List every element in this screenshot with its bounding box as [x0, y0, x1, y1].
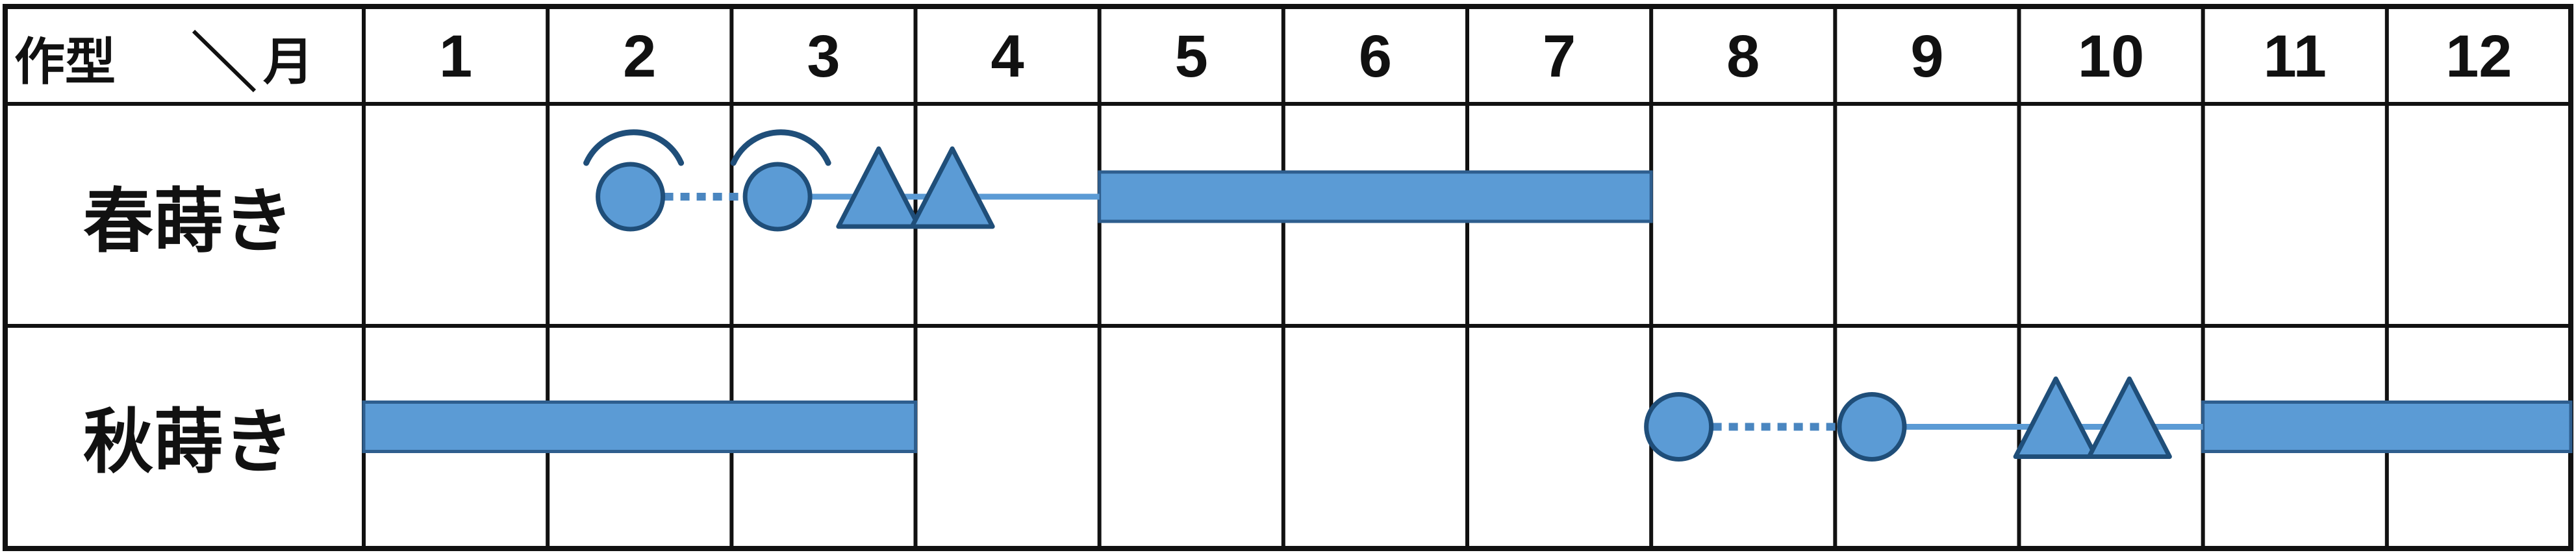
- month-header-label: 5: [1175, 23, 1208, 90]
- month-header-label: 11: [2264, 23, 2327, 90]
- month-header-label: 2: [623, 23, 656, 90]
- grid-lines: [3, 4, 2573, 551]
- row-label-autumn: 秋蒔き: [83, 402, 294, 483]
- month-header-label: 9: [1910, 23, 1943, 90]
- table-frame: [3, 4, 2573, 551]
- cover-arch-marker: [583, 129, 685, 166]
- planting-triangle-marker: [836, 146, 922, 229]
- sowing-circle-marker: [596, 162, 666, 232]
- sowing-circle-marker: [1837, 392, 1907, 462]
- month-header-label: 8: [1726, 23, 1760, 90]
- corner-label-crop-type: 作型: [14, 33, 116, 90]
- month-header-label: 10: [2078, 23, 2144, 90]
- corner-diagonal: [192, 29, 257, 93]
- month-header-label: 4: [991, 23, 1024, 90]
- cover-arch-marker: [730, 129, 831, 166]
- planting-triangle-marker: [909, 146, 995, 229]
- month-header-label: 7: [1543, 23, 1576, 90]
- sowing-circle-marker: [1644, 392, 1714, 462]
- schedule-events: [362, 129, 2573, 462]
- planting-triangle-marker: [2013, 376, 2099, 459]
- row-label-spring: 春蒔き: [83, 181, 294, 262]
- month-header-label: 1: [439, 23, 472, 90]
- month-header-label: 6: [1359, 23, 1392, 90]
- harvest-period-bar: [1098, 170, 1653, 223]
- planting-triangle-marker: [2086, 376, 2172, 459]
- sowing-circle-marker: [742, 162, 813, 232]
- row-labels: 春蒔き 秋蒔き: [83, 181, 294, 483]
- month-header-label: 3: [807, 23, 840, 90]
- corner-label-month: 月: [263, 33, 314, 90]
- harvest-period-bar: [2201, 401, 2573, 453]
- harvest-period-bar: [362, 401, 917, 453]
- month-header-label: 12: [2445, 23, 2512, 90]
